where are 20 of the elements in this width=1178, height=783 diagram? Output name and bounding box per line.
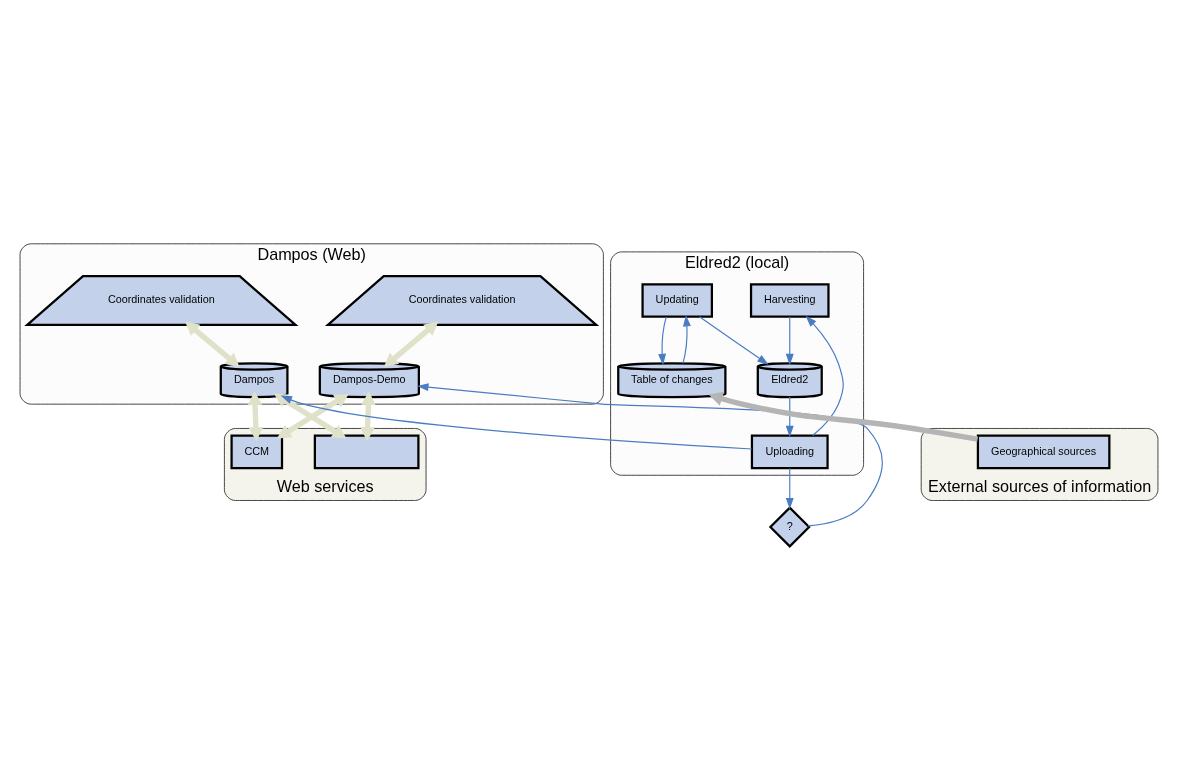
- node-box: Updating: [641, 283, 713, 318]
- arrow: [785, 467, 794, 510]
- arrow: [280, 395, 753, 450]
- arrow: [185, 321, 240, 368]
- arrow: [785, 396, 794, 438]
- node-box: [313, 434, 420, 470]
- arrow: [658, 316, 667, 366]
- arrow: [708, 391, 979, 442]
- node-diamond: ?: [768, 506, 811, 548]
- arrow: [682, 315, 691, 365]
- arrow: [785, 316, 794, 366]
- arrow: [698, 316, 769, 365]
- arrow: [383, 321, 439, 368]
- node-box: Geographical sources: [976, 434, 1111, 470]
- arrow: [805, 315, 844, 437]
- node-box: Harvesting: [749, 283, 830, 318]
- node-box: Uploading: [750, 434, 829, 470]
- arrow: [360, 391, 376, 442]
- node-box: CCM: [230, 434, 284, 470]
- arrow: [247, 391, 264, 442]
